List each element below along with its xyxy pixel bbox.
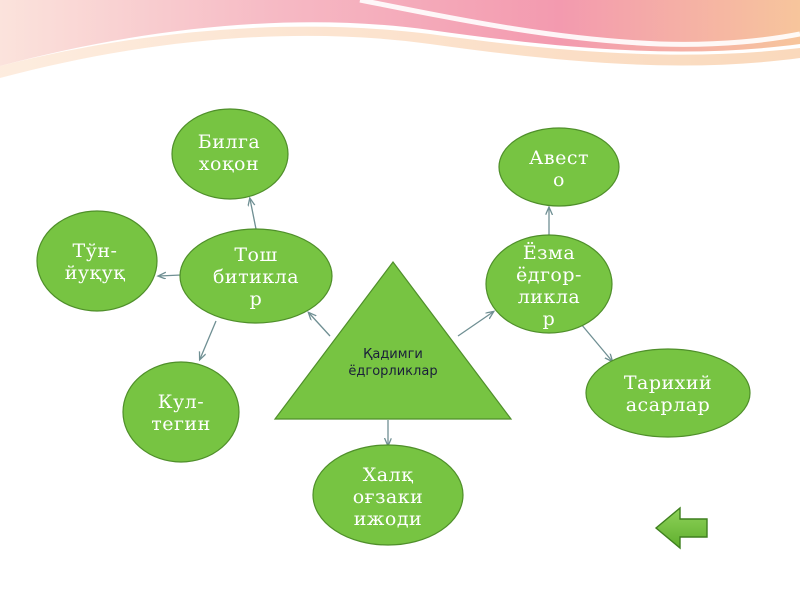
arrow-center-to-tosh: [309, 313, 331, 337]
node-label-tarixiy: Тарихий асарлар: [623, 372, 713, 416]
arrow-center-to-ezma: [457, 312, 493, 337]
back-button[interactable]: [654, 506, 708, 550]
node-tarixiy-asarlar: [585, 348, 751, 438]
arrow-ezma-to-tarixiy: [580, 323, 612, 361]
node-label-tosh: Тош битикла р: [212, 244, 300, 310]
node-ezma-edgorliklar: [485, 234, 613, 334]
node-xalq-ogzaki-ijodi: [312, 444, 464, 546]
node-tosh-bitiklar: [179, 228, 333, 324]
node-label-tonyuquq: Тўн- йуқуқ: [64, 240, 126, 284]
arrow-tosh-to-tonyuquq: [159, 275, 182, 276]
center-label: Қадимги ёдгорликлар: [348, 347, 438, 379]
header-banner: [0, 0, 800, 81]
left-arrow-icon: [654, 506, 708, 550]
node-avesto: [498, 127, 620, 207]
node-label-ezma: Ёзма ёдгор- ликла р: [516, 242, 582, 330]
node-label-xalq: Халқ оғзаки ижоди: [352, 464, 424, 530]
node-label-avesto: Авест о: [529, 147, 589, 191]
node-label-bilga: Билга хоқон: [197, 131, 261, 175]
arrow-tosh-to-bilga: [250, 199, 257, 230]
node-tonyuquq: [36, 210, 158, 312]
arrow-tosh-to-kultegin: [200, 320, 217, 359]
node-bilga-xoqon: [171, 108, 289, 200]
node-label-kultegin: Кул- тегин: [151, 391, 211, 435]
connector-arrows: [159, 199, 612, 445]
node-kultegin: [122, 361, 240, 463]
center-triangle: [273, 261, 513, 420]
diagram-nodes: [36, 108, 751, 546]
